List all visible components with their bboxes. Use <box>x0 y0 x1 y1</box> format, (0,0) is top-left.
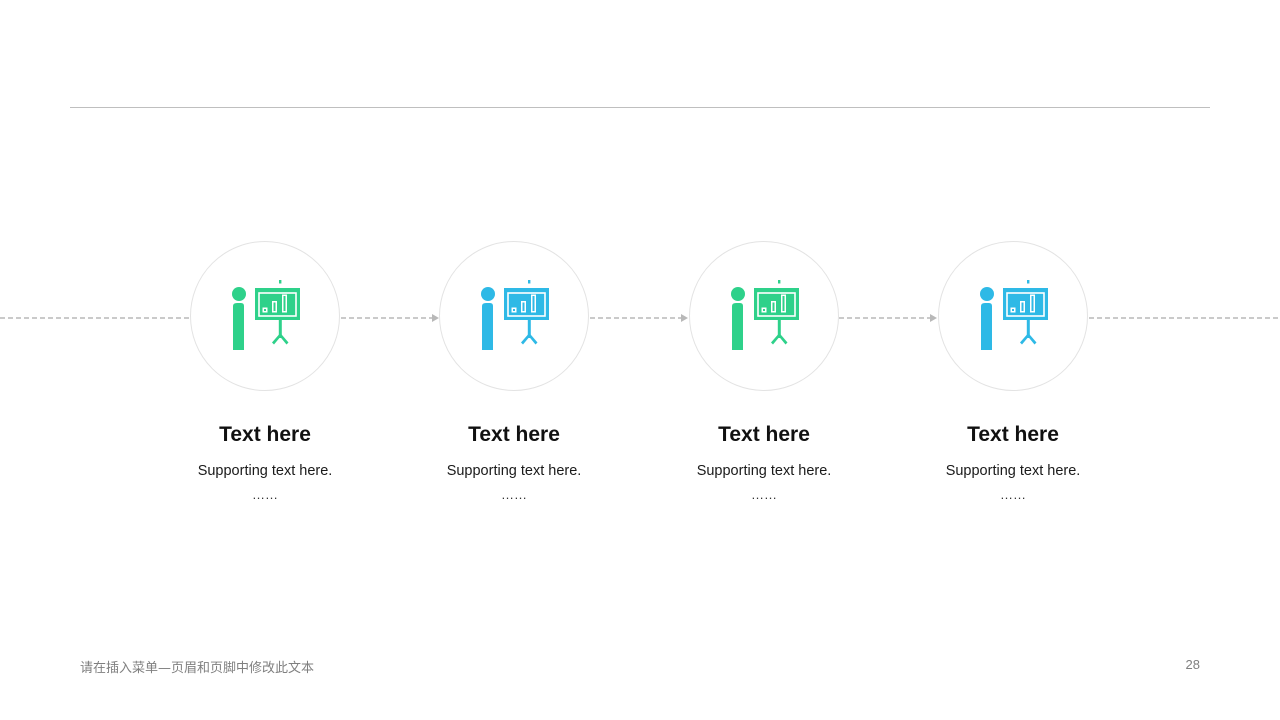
process-step-3: Text here Supporting text here. …… <box>664 241 864 504</box>
step-ellipsis: …… <box>252 487 278 502</box>
process-step-1: Text here Supporting text here. …… <box>165 241 365 504</box>
step-title: Text here <box>718 423 810 446</box>
step-icon-circle <box>689 241 839 391</box>
flow-arrow-icon <box>930 314 937 322</box>
step-supporting-text: Supporting text here. <box>696 463 832 479</box>
step-icon-circle <box>190 241 340 391</box>
step-ellipsis: …… <box>501 487 527 502</box>
step-ellipsis: …… <box>1000 487 1026 502</box>
presentation-icon <box>731 280 799 350</box>
footer-text: 请在插入菜单—页眉和页脚中修改此文本 <box>80 661 315 676</box>
step-icon-circle <box>938 241 1088 391</box>
presentation-icon <box>980 280 1048 350</box>
step-title: Text here <box>468 423 560 446</box>
process-step-2: Text here Supporting text here. …… <box>414 241 614 504</box>
step-supporting-text: Supporting text here. <box>945 463 1081 479</box>
flow-arrow-icon <box>432 314 439 322</box>
step-supporting-text: Supporting text here. <box>197 463 333 479</box>
flow-arrow-icon <box>681 314 688 322</box>
step-title: Text here <box>967 423 1059 446</box>
step-title: Text here <box>219 423 311 446</box>
page-number: 28 <box>1185 657 1200 672</box>
process-flow-line <box>0 314 1280 322</box>
presentation-icon <box>232 280 300 350</box>
step-supporting-text: Supporting text here. <box>446 463 582 479</box>
step-ellipsis: …… <box>751 487 777 502</box>
step-icon-circle <box>439 241 589 391</box>
process-step-4: Text here Supporting text here. …… <box>913 241 1113 504</box>
header-divider <box>70 107 1210 108</box>
presentation-icon <box>481 280 549 350</box>
